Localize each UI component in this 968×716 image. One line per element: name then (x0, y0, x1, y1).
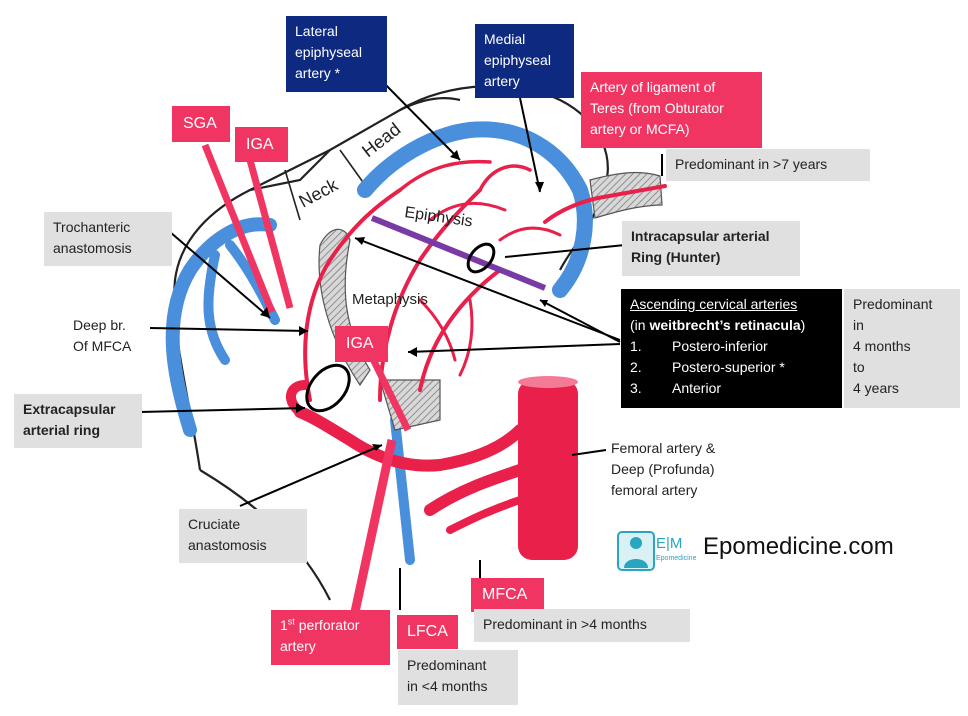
cruciate-anastomosis-label: Cruciate anastomosis (179, 509, 307, 563)
ascending-title: Ascending cervical arteries (630, 296, 798, 312)
text-line: anastomosis (53, 240, 132, 256)
text-fragment: 1 (280, 617, 288, 633)
lfca-label: LFCA (397, 615, 458, 649)
mfca-label: MFCA (471, 578, 544, 612)
list-item: 3. Anterior (630, 378, 833, 399)
text-fragment: perforator (294, 617, 360, 633)
text-line: 1st perforator (280, 615, 381, 636)
physis-band (370, 215, 547, 291)
text-line: IGA (246, 136, 274, 153)
sga-label: SGA (172, 106, 230, 142)
text-line: epiphyseal (484, 52, 551, 68)
text-line: Cruciate (188, 516, 241, 532)
text-line: Of MFCA (73, 338, 132, 354)
leader-lines (139, 71, 663, 610)
text-line: Artery of ligament of (590, 79, 716, 95)
text-line: artery (484, 73, 520, 89)
femoral-artery-label: Femoral artery & Deep (Profunda) femoral… (602, 433, 752, 503)
text-line: 4 months (853, 338, 911, 354)
text-line: Ring (Hunter) (631, 249, 721, 265)
text-line: to (853, 359, 865, 375)
text-line: Teres (from Obturator (590, 100, 724, 116)
text-line: IGA (346, 335, 374, 352)
predominant-lt4-months-label: Predominant in <4 months (398, 650, 518, 705)
predominant-4m-4y-label: Predominant in 4 months to 4 years (844, 289, 960, 408)
first-perforator-artery-label: 1st perforator artery (271, 610, 390, 665)
text-fragment: weitbrecht’s retinacula (649, 317, 801, 333)
epomedicine-logo: E|M Epomedicine (617, 531, 697, 571)
arteries (286, 159, 667, 560)
text-line: artery * (295, 65, 341, 81)
intracapsular-ring-marker (466, 242, 496, 274)
list-text: Postero-superior * (672, 359, 785, 375)
text-line: MFCA (482, 586, 528, 603)
text-fragment: ) (800, 317, 806, 333)
ascending-list: 1.Postero-inferior 2.Postero-superior * … (630, 336, 833, 399)
text-line: epiphyseal (295, 44, 362, 60)
text-line: in (853, 317, 864, 333)
list-number: 1. (630, 338, 642, 354)
list-item: 1. Postero-inferior (630, 336, 833, 357)
text-line: LFCA (407, 623, 448, 640)
text-line: Intracapsular arterial (631, 228, 770, 244)
lateral-epiphyseal-artery-label: Lateral epiphyseal artery * (286, 16, 387, 92)
text-line: Predominant (853, 296, 933, 312)
logo-letters: E|M (656, 535, 682, 552)
list-item: 2. Postero-superior * (630, 357, 833, 378)
text-line: Predominant in >7 years (675, 156, 828, 172)
text-line: SGA (183, 115, 217, 132)
text-line: Predominant (407, 657, 487, 673)
extracapsular-ring-marker (305, 363, 351, 413)
text-line: artery (280, 638, 316, 654)
text-line: femoral artery (611, 482, 698, 498)
text-line: Medial (484, 31, 526, 47)
artery-of-ligament-teres-label: Artery of ligament of Teres (from Obtura… (581, 72, 762, 148)
list-text: Anterior (672, 380, 722, 396)
list-text: Postero-inferior (672, 338, 768, 354)
list-number: 2. (630, 359, 642, 375)
iga-mid-label: IGA (335, 326, 388, 362)
text-fragment: (in (630, 317, 650, 333)
text-line: 4 years (853, 380, 899, 396)
deep-branch-mfca-label: Deep br. Of MFCA (64, 310, 154, 358)
text-line: Deep (Profunda) (611, 461, 715, 477)
text-line: in <4 months (407, 678, 488, 694)
ascending-subtitle: (in weitbrecht’s retinacula) (630, 315, 833, 336)
site-name[interactable]: Epomedicine.com (703, 533, 894, 560)
medial-epiphyseal-artery-label: Medial epiphyseal artery (475, 24, 574, 98)
text-line: artery or MCFA) (590, 121, 690, 137)
logo-small-text: Epomedicine (656, 555, 697, 562)
neck-label: Neck (295, 174, 341, 211)
predominant-7-years-label: Predominant in >7 years (666, 149, 870, 181)
trochanteric-anastomosis-label: Trochanteric anastomosis (44, 212, 172, 266)
text-line: arterial ring (23, 422, 101, 438)
label-arteries (201, 143, 412, 613)
text-line: Predominant in >4 months (483, 616, 647, 632)
arrowheads (260, 150, 548, 451)
text-line: Lateral (295, 23, 338, 39)
text-line: anastomosis (188, 537, 267, 553)
text-line: Deep br. (73, 317, 126, 333)
extracapsular-ring-label: Extracapsular arterial ring (14, 394, 142, 448)
text-line: Femoral artery & (611, 440, 716, 456)
metaphysis-label: Metaphysis (352, 291, 428, 308)
ascending-cervical-arteries-label: Ascending cervical arteries (in weitbrec… (621, 289, 842, 408)
predominant-gt4-months-label: Predominant in >4 months (474, 609, 690, 642)
iga-top-label: IGA (235, 127, 288, 162)
intracapsular-ring-label: Intracapsular arterial Ring (Hunter) (622, 221, 800, 276)
text-fragment: st (287, 616, 295, 627)
text-line: Trochanteric (53, 219, 131, 235)
list-number: 3. (630, 380, 642, 396)
text-line: Extracapsular (23, 401, 116, 417)
